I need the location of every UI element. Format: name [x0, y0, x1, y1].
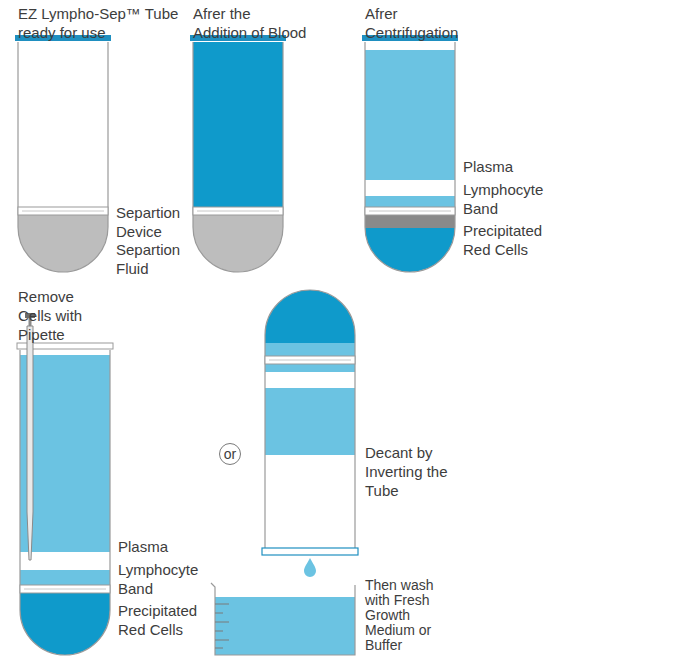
part-label: Separtion Fluid [116, 240, 196, 278]
layer-label: Lymphocyte Band [463, 180, 558, 218]
layer-label: Precipitated Red Cells [118, 601, 213, 639]
step-caption: Decant by Inverting the Tube [365, 443, 450, 500]
part-label: Separtion Device [116, 203, 196, 241]
tube-with-blood [190, 35, 286, 283]
step-caption: Then wash with Fresh Growth Medium or Bu… [365, 578, 445, 653]
layer-label: Lymphocyte Band [118, 560, 213, 598]
tube-ready [15, 35, 111, 283]
step-caption: Remove Cells with Pipette [18, 287, 90, 344]
layer-label: Plasma [118, 537, 213, 556]
step-caption: Afrer the Addition of Blood [193, 4, 308, 42]
or-text: or [224, 447, 236, 461]
step-caption: Afrer Centrifugation [365, 4, 475, 42]
layer-label: Plasma [463, 157, 558, 176]
tube-inverted [262, 285, 358, 555]
tube-centrifuged [362, 35, 458, 283]
pipette [25, 313, 35, 560]
or-circle: or [219, 443, 241, 465]
step-caption: EZ Lympho-Sep™ Tube ready for use [18, 4, 188, 42]
beaker [211, 583, 355, 657]
layer-label: Precipitated Red Cells [463, 221, 558, 259]
